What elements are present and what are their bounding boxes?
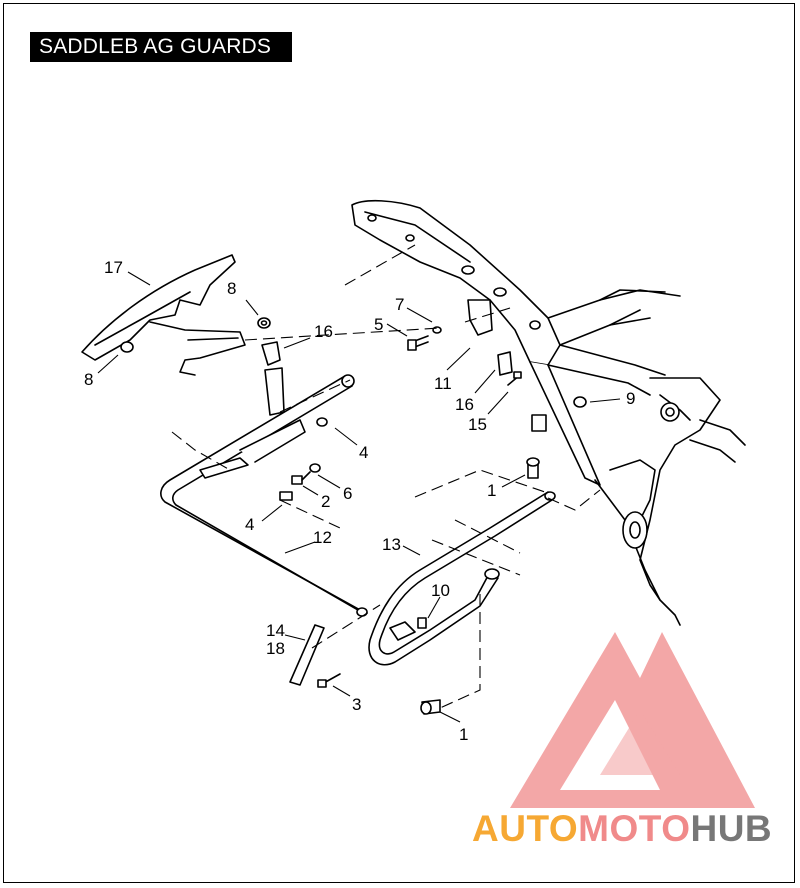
watermark-moto: MOTO	[578, 808, 691, 849]
nut-9	[573, 396, 587, 408]
callout-12: 12	[313, 528, 332, 547]
callout-3: 3	[352, 695, 361, 714]
saddlebag-guard-13	[368, 491, 556, 666]
bolt-3	[317, 673, 341, 688]
rear-frame-rail	[351, 199, 746, 626]
callout-2: 2	[321, 492, 330, 511]
diagram-frame	[3, 3, 795, 883]
callout-7: 7	[395, 295, 404, 314]
callout-15: 15	[468, 415, 487, 434]
callout-11: 11	[434, 374, 452, 393]
callout-1a: 1	[487, 481, 496, 500]
callout-8a: 8	[227, 279, 236, 298]
bracket-11	[467, 299, 513, 376]
bolt-1-lower	[420, 699, 441, 715]
callout-8b: 8	[84, 370, 93, 389]
callout-17: 17	[104, 258, 123, 277]
bolt-15	[507, 371, 522, 386]
callout-16a: 16	[314, 322, 333, 341]
bolt-2-washer-6	[291, 463, 321, 485]
trim-strip-14-18	[289, 624, 325, 686]
watermark-auto: AUTO	[472, 808, 579, 849]
callout-14: 14	[266, 621, 285, 640]
callout-5: 5	[374, 315, 383, 334]
diagram-title: SADDLEB AG GUARDS	[30, 32, 292, 62]
callout-13: 13	[382, 535, 401, 554]
watermark-hub: HUB	[690, 808, 773, 849]
watermark-text: AUTOMOTOHUB	[472, 808, 772, 850]
callout-18: 18	[266, 639, 285, 658]
callout-6: 6	[343, 484, 352, 503]
saddlebag-support-17	[81, 254, 246, 376]
bolt-4-upper	[316, 417, 328, 427]
callout-9: 9	[626, 389, 635, 408]
bolt-5	[407, 326, 442, 351]
bracket-16-left	[261, 341, 285, 416]
nut-8-lower	[120, 341, 134, 353]
saddlebag-guard-12	[160, 374, 368, 617]
callout-16b: 16	[455, 395, 474, 414]
assembly-lines	[171, 244, 601, 709]
callout-1b: 1	[459, 725, 468, 744]
bolt-1-upper	[526, 457, 540, 479]
leader-lines	[97, 271, 621, 723]
callout-10: 10	[431, 581, 450, 600]
callout-labels: 17 8 8 16 7 5 11 16 15 9 4 6 2 4 1 12 13…	[84, 258, 635, 744]
callout-4a: 4	[359, 443, 368, 462]
nut-8-upper	[257, 317, 271, 329]
bolt-10	[417, 617, 427, 629]
bolt-4-lower	[279, 491, 293, 501]
watermark-logo	[510, 632, 755, 808]
callout-4b: 4	[245, 515, 254, 534]
